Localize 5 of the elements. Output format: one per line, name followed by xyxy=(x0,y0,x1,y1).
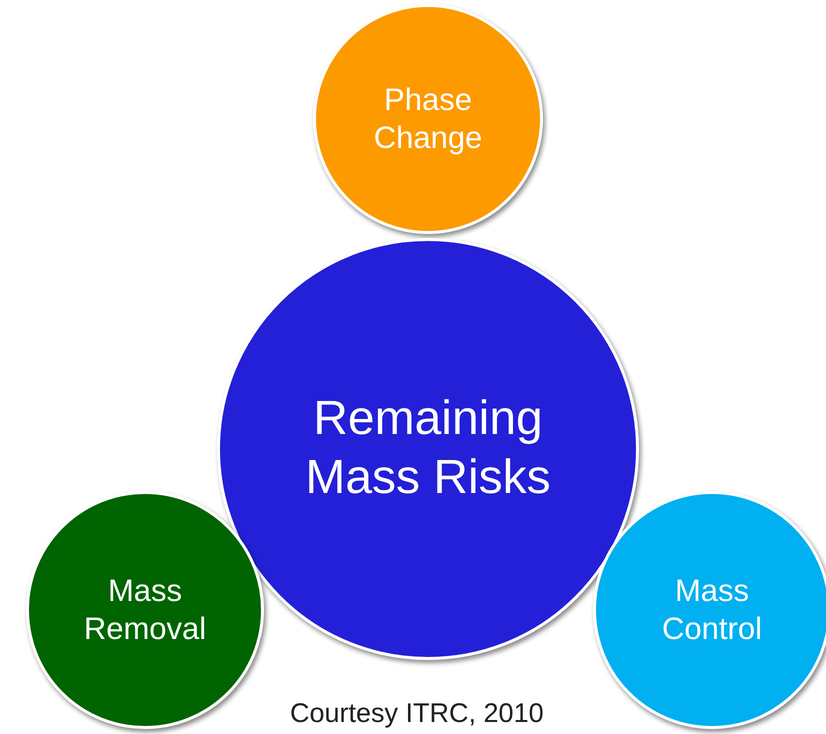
circle-label: Phase Change xyxy=(372,81,484,157)
circle-label: Mass Control xyxy=(661,572,763,648)
circle-label: Remaining Mass Risks xyxy=(304,391,552,506)
credit-note: Courtesy ITRC, 2010 xyxy=(290,698,544,729)
circle-label: Mass Removal xyxy=(82,572,208,648)
